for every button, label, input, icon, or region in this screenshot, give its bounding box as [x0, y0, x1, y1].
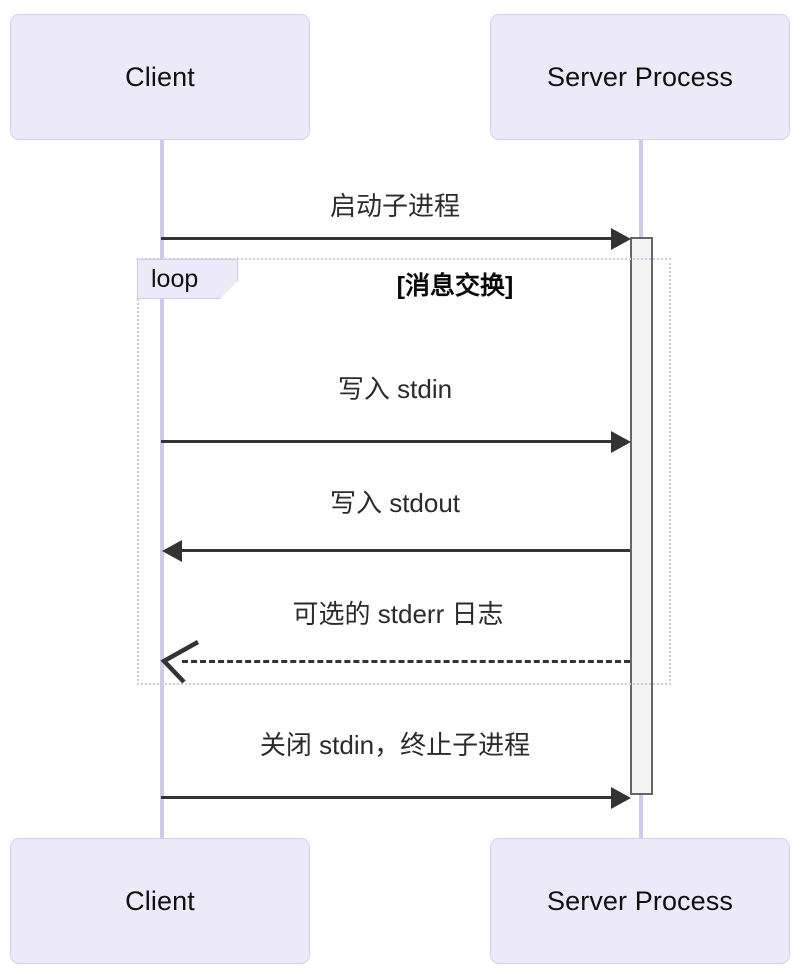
message-label-3: 可选的 stderr 日志	[292, 599, 504, 629]
participant-box-client-bottom[interactable]: Client	[10, 838, 310, 964]
message-arrowhead-2	[162, 540, 182, 562]
loop-fragment-condition: [消息交换]	[396, 272, 514, 300]
activation-bar-server	[630, 237, 653, 795]
participant-label-client-bottom: Client	[125, 885, 195, 916]
message-label-4: 关闭 stdin，终止子进程	[259, 730, 531, 760]
participant-box-server-top[interactable]: Server Process	[490, 14, 790, 140]
message-line-4	[161, 796, 611, 799]
loop-fragment-tag-label: loop	[151, 264, 199, 293]
message-arrowhead-1	[611, 431, 631, 453]
participant-box-client-top[interactable]: Client	[10, 14, 310, 140]
loop-fragment-tag: loop	[137, 259, 238, 299]
message-arrowhead-3	[160, 640, 200, 684]
message-line-0	[161, 237, 619, 240]
participant-box-server-bottom[interactable]: Server Process	[490, 838, 790, 964]
participant-label-server-bottom: Server Process	[547, 885, 733, 916]
message-arrowhead-4	[611, 787, 631, 809]
message-line-3	[182, 660, 630, 663]
lifeline-client	[160, 140, 164, 842]
message-label-2: 写入 stdout	[329, 488, 461, 518]
participant-label-client-top: Client	[125, 61, 195, 92]
message-label-1: 写入 stdin	[337, 374, 453, 404]
message-label-0: 启动子进程	[329, 191, 461, 221]
participant-label-server-top: Server Process	[547, 61, 733, 92]
message-arrowhead-0	[611, 228, 631, 250]
message-line-2	[182, 549, 630, 552]
message-line-1	[161, 440, 611, 443]
